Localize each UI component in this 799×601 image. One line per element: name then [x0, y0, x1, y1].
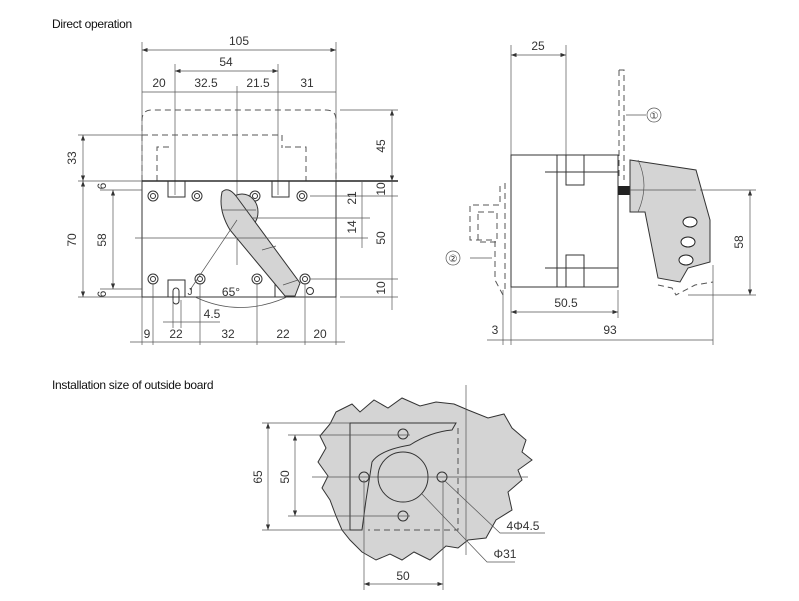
dim-65: 65 — [251, 470, 265, 484]
front-view: 105 54 20 32.5 21.5 31 — [65, 34, 398, 345]
dim-21-5: 21.5 — [246, 76, 270, 90]
dim-20-bottom: 20 — [313, 327, 327, 341]
callout-2: ② — [449, 254, 458, 265]
bore-label: Φ31 — [494, 547, 517, 561]
dim-54: 54 — [219, 55, 233, 69]
dim-21: 21 — [345, 191, 359, 205]
dim-31: 31 — [300, 76, 314, 90]
rotary-handle-icon — [629, 159, 714, 296]
dim-22-right: 22 — [276, 327, 290, 341]
handle-icon — [220, 189, 301, 297]
dim-50-vertical: 50 — [278, 470, 292, 484]
dim-58-side: 58 — [732, 235, 746, 249]
dim-70: 70 — [65, 233, 79, 247]
callout-1: ① — [650, 111, 659, 122]
dim-10-top: 10 — [374, 182, 388, 196]
dim-3: 3 — [492, 323, 499, 337]
dim-33: 33 — [65, 151, 79, 165]
dim-50-5: 50.5 — [554, 296, 578, 310]
dim-14: 14 — [345, 220, 359, 234]
holes-label: 4Φ4.5 — [507, 519, 540, 533]
dim-25: 25 — [531, 39, 545, 53]
dim-9: 9 — [144, 327, 151, 341]
dim-58-front: 58 — [95, 233, 109, 247]
side-view: 25 ① 58 ② 50.5 3 93 — [445, 39, 756, 345]
dim-4-5: 4.5 — [204, 307, 221, 321]
angle-65: 65° — [222, 285, 240, 299]
dim-32: 32 — [221, 327, 235, 341]
screw-icons — [147, 190, 314, 295]
svg-text:J: J — [188, 287, 193, 298]
dim-10-bottom: 10 — [374, 281, 388, 295]
dim-50-front: 50 — [374, 231, 388, 245]
dim-32-5: 32.5 — [194, 76, 218, 90]
dim-22-left: 22 — [169, 327, 183, 341]
dim-105: 105 — [229, 34, 249, 48]
board-view: 65 50 50 4Φ4.5 Φ31 — [251, 385, 545, 590]
dim-6-bottom: 6 — [95, 290, 109, 297]
dim-6-top: 6 — [95, 182, 109, 189]
dim-50-horizontal: 50 — [396, 569, 410, 583]
heading-direct-operation: Direct operation — [52, 17, 132, 31]
dim-20-top: 20 — [152, 76, 166, 90]
dim-93: 93 — [603, 323, 617, 337]
heading-installation: Installation size of outside board — [52, 378, 213, 392]
dim-45: 45 — [374, 139, 388, 153]
